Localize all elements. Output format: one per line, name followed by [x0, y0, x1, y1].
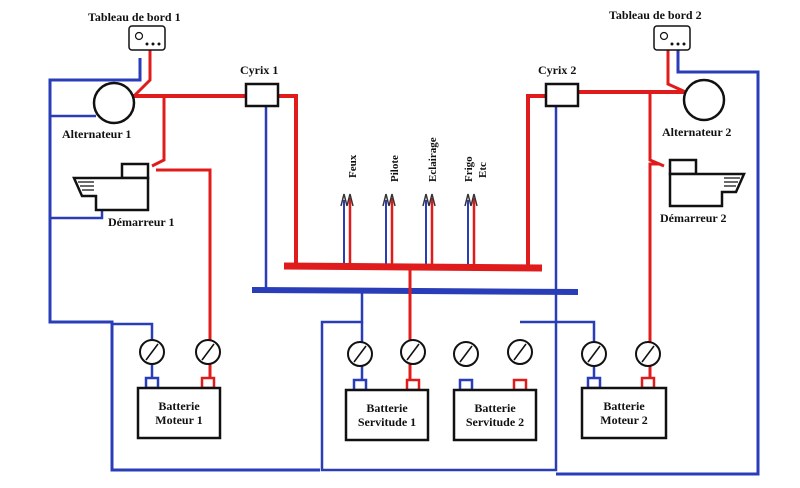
battery-servitude-1-box — [344, 388, 430, 442]
consumer-label-feux: Feux — [347, 154, 359, 178]
positive-wire-dashboard-2 — [666, 50, 691, 96]
positive-bus-bar — [283, 262, 543, 272]
starter-1-label: Démarreur 1 — [108, 215, 175, 229]
terminal-neg — [458, 378, 474, 392]
dashboard-1: Tableau de bord 1 — [88, 10, 181, 51]
starter-2-solenoid — [668, 158, 698, 176]
battery-moteur-1-box — [136, 386, 222, 440]
positive-wire-alt1-starter1 — [151, 96, 166, 168]
alternator-1: Alternateur 1 — [62, 81, 136, 141]
terminal-pos — [640, 376, 656, 390]
starter-2-pinion-icon — [724, 177, 740, 187]
positive-wire-cyrix2-bus — [526, 94, 546, 268]
alternator-2: Alternateur 2 — [662, 78, 731, 139]
starter-1: Démarreur 1 — [72, 162, 175, 229]
battery-terminals — [144, 376, 656, 392]
gauge-needle — [641, 345, 655, 363]
battery-servitude-2-line-2: Servitude 2 — [466, 415, 524, 429]
terminal-neg — [144, 376, 160, 390]
dashboard-1-gauge-icon — [134, 31, 144, 41]
battery-moteur-1-line-1: Batterie — [158, 399, 200, 413]
positive-wire-starter1-batt — [156, 168, 212, 380]
cyrix-2: Cyrix 2 — [538, 63, 580, 108]
negative-wire-starter-1 — [50, 208, 104, 220]
alternator-1-label: Alternateur 1 — [62, 127, 131, 141]
positive-wire-cyrix1-bus — [278, 94, 298, 268]
dashboard-1-box — [128, 25, 166, 51]
starter-1-pinion-icon — [78, 181, 94, 191]
dashboard-1-led-icon — [151, 42, 155, 46]
battery-moteur-2-box — [580, 386, 668, 440]
terminal-neg — [586, 376, 602, 390]
battery-moteur-1: Batterie Moteur 1 — [136, 386, 222, 440]
consumer-arrows — [340, 193, 478, 207]
arrow-eclairage-icon — [422, 193, 436, 207]
dashboard-1-led-icon — [145, 42, 149, 46]
negative-wire-right-outer — [556, 50, 760, 476]
terminal-pos — [512, 378, 528, 392]
consumer-label-eclairage: Eclairage — [427, 137, 439, 182]
arrow-frigo-icon — [464, 193, 478, 207]
starter-1-body-icon — [72, 176, 150, 212]
cyrix-1-box — [244, 82, 280, 108]
battery-servitude-1-line-2: Servitude 1 — [358, 415, 416, 429]
cyrix-2-label: Cyrix 2 — [538, 63, 576, 77]
battery-moteur-2-line-2: Moteur 2 — [600, 413, 647, 427]
negative-wire-left-outer — [48, 58, 320, 472]
starter-2-body-icon — [668, 172, 746, 208]
gauge-needle — [353, 345, 367, 363]
battery-servitude-2: Batterie Servitude 2 — [452, 388, 538, 442]
terminal-pos — [200, 376, 216, 390]
dashboard-2-label: Tableau de bord 2 — [609, 8, 702, 22]
alternator-2-label: Alternateur 2 — [662, 125, 731, 139]
arrow-feux-icon — [340, 193, 354, 207]
gauge-needle — [587, 345, 601, 363]
positive-wiring — [130, 50, 691, 382]
gauge-needle — [459, 345, 473, 363]
battery-moteur-2-line-1: Batterie — [603, 399, 645, 413]
battery-moteur-1-line-2: Moteur 1 — [155, 413, 202, 427]
starter-2-label: Démarreur 2 — [660, 211, 727, 225]
consumer-label-frigo: Frigo — [463, 156, 475, 182]
dashboard-1-led-icon — [157, 42, 161, 46]
alternator-1-icon — [92, 81, 136, 125]
dashboard-2: Tableau de bord 2 — [609, 8, 702, 51]
gauge-needle — [406, 343, 420, 361]
positive-wire-dashboard-1 — [132, 50, 152, 98]
cyrix-1-label: Cyrix 1 — [240, 63, 278, 77]
battery-gauges — [139, 339, 661, 367]
cyrix-2-box — [544, 82, 580, 108]
battery-servitude-1: Batterie Servitude 1 — [344, 388, 430, 442]
cyrix-1: Cyrix 1 — [240, 63, 280, 108]
consumer-label-etc: Etc — [477, 162, 489, 178]
dashboard-2-gauge-icon — [659, 31, 669, 41]
terminal-pos — [405, 378, 421, 392]
positive-wire-starter2-batt — [648, 162, 660, 380]
dashboard-2-box — [653, 25, 691, 51]
battery-servitude-1-line-1: Batterie — [366, 401, 408, 415]
battery-servitude-2-line-1: Batterie — [474, 401, 516, 415]
gauge-needle — [145, 343, 159, 361]
negative-wiring — [48, 50, 760, 476]
dashboard-2-led-icon — [676, 42, 680, 46]
battery-moteur-2: Batterie Moteur 2 — [580, 386, 668, 440]
gauge-needle — [513, 343, 527, 361]
starter-2: Démarreur 2 — [660, 158, 746, 225]
terminal-neg — [352, 378, 368, 392]
negative-bus-bar — [251, 287, 579, 295]
gauge-needle — [201, 343, 215, 361]
starter-1-solenoid — [120, 162, 150, 180]
consumer-labels: Feux Pilote Eclairage Frigo Etc — [347, 137, 489, 182]
arrow-pilote-icon — [382, 193, 396, 207]
dashboard-1-label: Tableau de bord 1 — [88, 10, 181, 24]
alternator-2-icon — [682, 78, 726, 122]
consumer-label-pilote: Pilote — [389, 155, 401, 182]
dashboard-2-led-icon — [682, 42, 686, 46]
battery-servitude-2-box — [452, 388, 538, 442]
dashboard-2-led-icon — [670, 42, 674, 46]
